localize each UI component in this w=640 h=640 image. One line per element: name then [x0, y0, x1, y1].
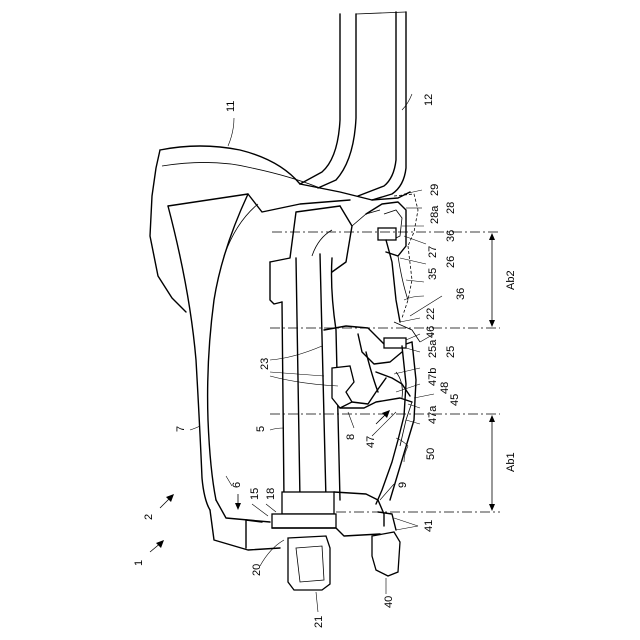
label-27: 27: [427, 246, 439, 258]
label-ab1: Ab1: [505, 452, 517, 472]
label-40: 40: [383, 596, 395, 608]
lower-member-9: [376, 342, 416, 504]
label-26: 26: [445, 256, 457, 268]
label-23: 23: [259, 358, 271, 370]
label-46: 46: [425, 326, 437, 338]
dimension-lines: [270, 232, 500, 512]
label-22: 22: [425, 308, 437, 320]
label-36-lower: 36: [455, 288, 467, 300]
label-18: 18: [265, 488, 277, 500]
bracket-40: [372, 512, 400, 576]
label-36-upper: 36: [445, 230, 457, 242]
label-1: 1: [133, 560, 145, 566]
label-20: 20: [251, 564, 263, 576]
label-47b: 47b: [427, 368, 439, 386]
label-35: 35: [427, 268, 439, 280]
label-8: 8: [345, 434, 357, 440]
label-15: 15: [249, 488, 261, 500]
label-11: 11: [225, 101, 237, 112]
label-28: 28: [445, 202, 457, 214]
label-47a: 47a: [427, 405, 439, 424]
label-2: 2: [143, 514, 155, 520]
label-ab2: Ab2: [505, 270, 517, 290]
damper-housing: [366, 194, 418, 322]
label-5: 5: [255, 426, 267, 432]
label-12: 12: [423, 94, 435, 106]
label-48: 48: [439, 382, 451, 394]
leader-lines: [190, 94, 442, 612]
tow-bracket-21: [288, 536, 330, 590]
label-47: 47: [365, 436, 377, 448]
label-21: 21: [313, 616, 325, 628]
label-41: 41: [423, 520, 435, 532]
panel-11: [150, 146, 410, 312]
label-25: 25: [445, 346, 457, 358]
pillar-12: [300, 12, 406, 200]
label-7: 7: [175, 426, 187, 432]
label-28a: 28a: [429, 205, 441, 224]
label-50: 50: [425, 448, 437, 460]
label-45: 45: [449, 394, 461, 406]
label-29: 29: [429, 184, 441, 196]
label-9: 9: [397, 482, 409, 488]
label-25a: 25a: [427, 339, 439, 358]
label-6: 6: [231, 482, 243, 488]
